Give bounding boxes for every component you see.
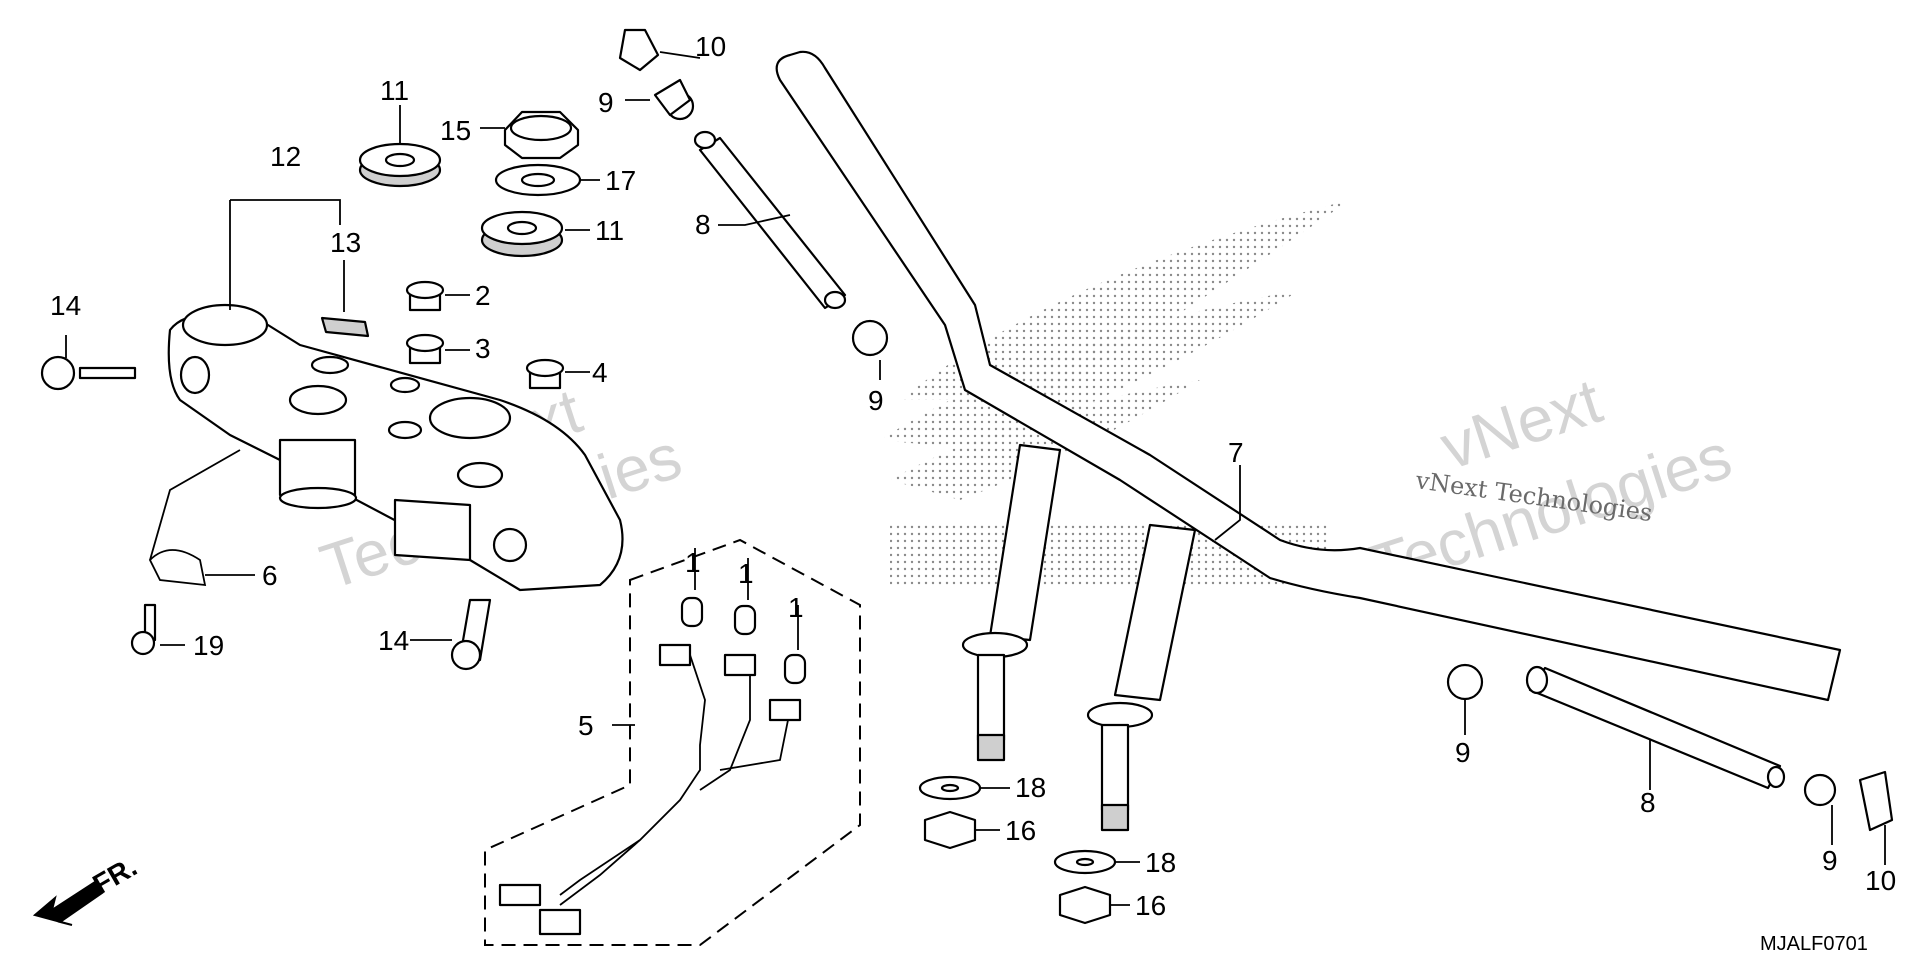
callout-16: 16 xyxy=(1135,890,1166,921)
callout-6: 6 xyxy=(262,560,278,591)
callout-4: 4 xyxy=(592,357,608,388)
callout-11: 11 xyxy=(380,75,409,106)
bar-end-weight-left xyxy=(618,28,889,357)
small-parts xyxy=(40,110,1117,946)
callout-12: 12 xyxy=(270,141,301,172)
callout-18: 18 xyxy=(1015,772,1046,803)
callout-9: 9 xyxy=(868,385,884,416)
callout-10: 10 xyxy=(1865,865,1896,896)
leader-lines xyxy=(65,51,1886,906)
callout-5: 5 xyxy=(578,710,594,741)
callout-1: 1 xyxy=(788,592,804,623)
handlebar xyxy=(775,50,1842,832)
callout-1: 1 xyxy=(738,558,754,589)
callout-18: 18 xyxy=(1145,847,1176,878)
callout-14: 14 xyxy=(50,290,81,321)
callout-9: 9 xyxy=(1455,737,1471,768)
callout-10: 10 xyxy=(695,31,726,62)
top-bridge xyxy=(167,303,624,592)
diagram-code: MJALF0701 xyxy=(1760,933,1868,955)
callout-9: 9 xyxy=(598,87,614,118)
callout-7: 7 xyxy=(1228,437,1244,468)
callout-15: 15 xyxy=(440,115,471,146)
callout-13: 13 xyxy=(330,227,361,258)
wing-logo-watermark xyxy=(880,200,1350,585)
callout-11: 11 xyxy=(595,215,624,246)
callout-16: 16 xyxy=(1005,815,1036,846)
callout-17: 17 xyxy=(605,165,636,196)
front-arrow: FR. xyxy=(32,851,142,926)
callout-labels: 11 12 13 14 15 17 11 2 3 4 6 19 14 10 9 … xyxy=(50,31,1896,921)
callout-19: 19 xyxy=(193,630,224,661)
callout-8: 8 xyxy=(695,209,711,240)
callout-1: 1 xyxy=(685,547,701,578)
callout-2: 2 xyxy=(475,280,491,311)
callout-8: 8 xyxy=(1640,787,1656,818)
callout-3: 3 xyxy=(475,333,491,364)
bar-end-weight-right xyxy=(1446,663,1894,832)
callout-9: 9 xyxy=(1822,845,1838,876)
callout-14: 14 xyxy=(378,625,409,656)
